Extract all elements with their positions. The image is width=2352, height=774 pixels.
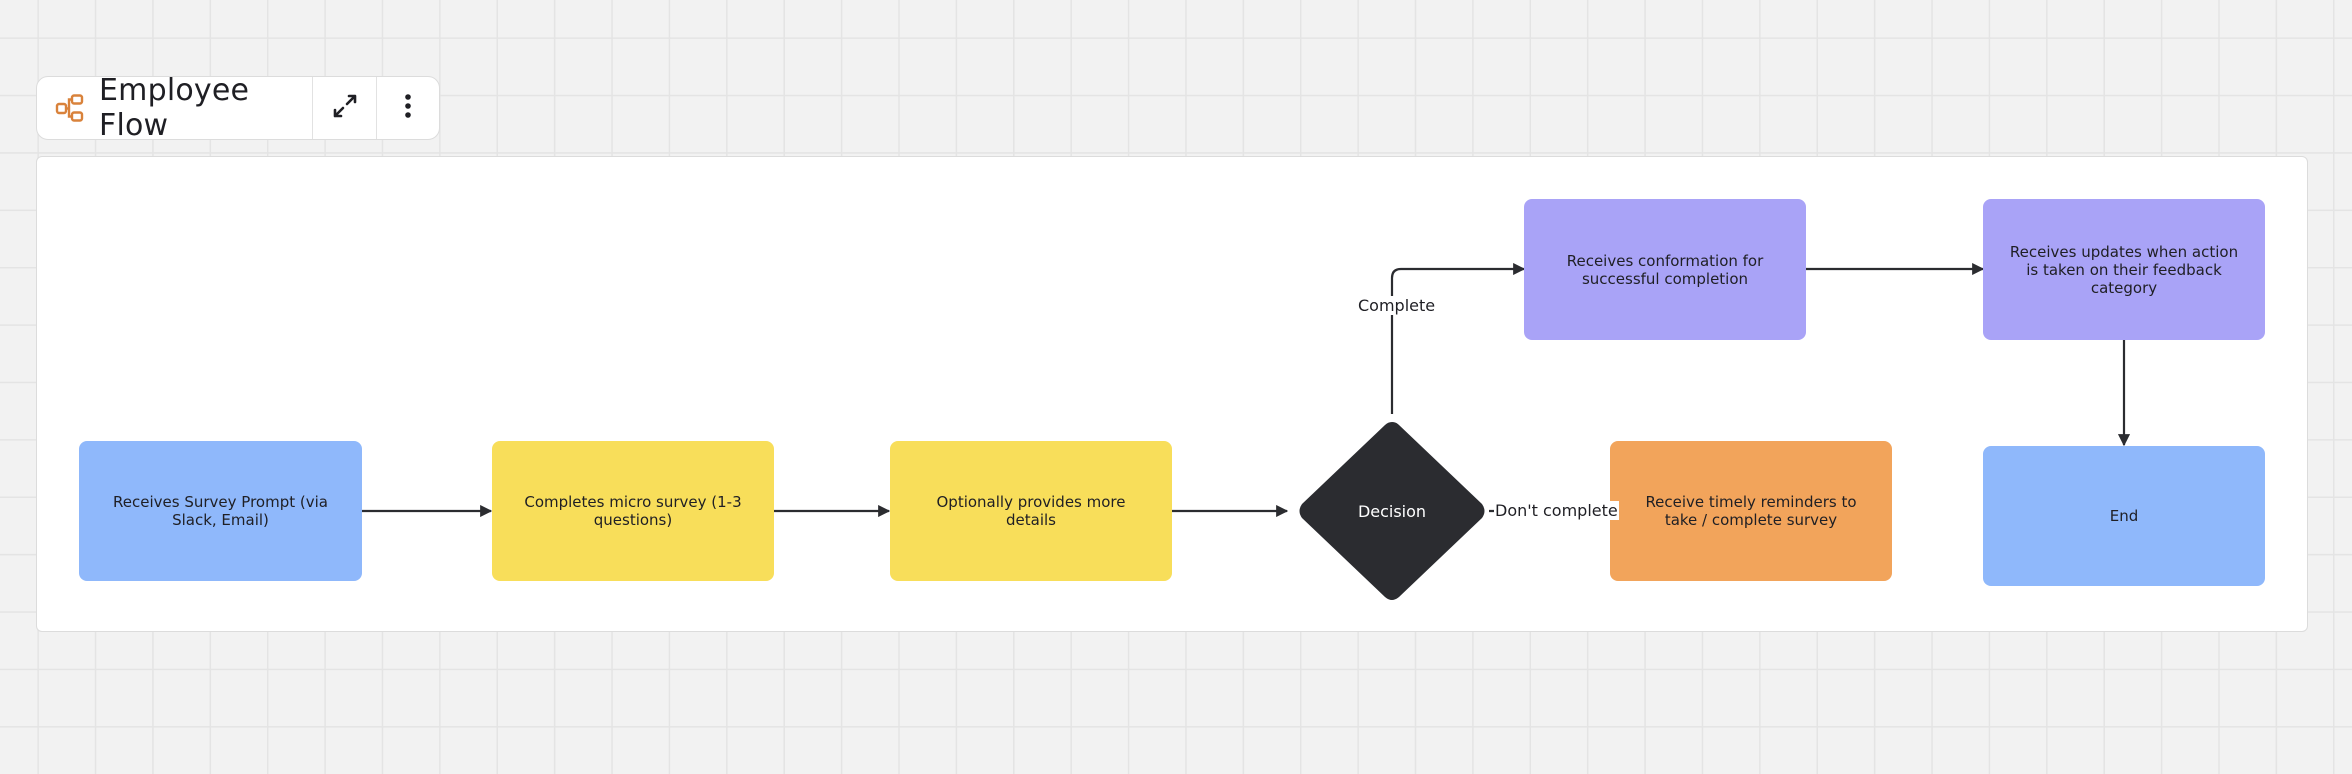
edge-label-dont-complete: Don't complete <box>1494 501 1619 520</box>
more-vertical-icon <box>403 92 413 125</box>
node-updates-label: Receives updates when action is taken on… <box>2009 242 2239 297</box>
edge-label-complete: Complete <box>1356 296 1438 315</box>
flowchart-icon <box>55 93 85 123</box>
node-more-details[interactable]: Optionally provides more details <box>890 441 1172 581</box>
expand-icon <box>331 92 359 125</box>
node-reminders[interactable]: Receive timely reminders to take / compl… <box>1610 441 1892 581</box>
expand-button[interactable] <box>313 77 376 139</box>
node-survey-prompt[interactable]: Receives Survey Prompt (via Slack, Email… <box>79 441 362 581</box>
node-updates[interactable]: Receives updates when action is taken on… <box>1983 199 2265 340</box>
node-reminders-label: Receive timely reminders to take / compl… <box>1645 493 1857 529</box>
node-end[interactable]: End <box>1983 446 2265 586</box>
node-decision-label: Decision <box>1357 501 1427 521</box>
diagram-title-area[interactable]: Employee Flow <box>37 73 313 143</box>
node-survey-prompt-label: Receives Survey Prompt (via Slack, Email… <box>113 493 328 529</box>
node-confirmation-label: Receives conformation for successful com… <box>1566 251 1764 288</box>
node-confirmation[interactable]: Receives conformation for successful com… <box>1524 199 1806 340</box>
node-micro-survey-label: Completes micro survey (1-3 questions) <box>524 493 742 529</box>
node-end-label: End <box>2109 507 2139 525</box>
node-more-details-label: Optionally provides more details <box>936 493 1126 529</box>
diagram-toolbar: Employee Flow <box>36 73 440 143</box>
node-micro-survey[interactable]: Completes micro survey (1-3 questions) <box>492 441 774 581</box>
diagram-title: Employee Flow <box>99 73 250 143</box>
diagram-frame <box>36 156 2308 632</box>
node-decision[interactable] <box>1295 418 1489 604</box>
more-options-button[interactable] <box>376 77 439 139</box>
